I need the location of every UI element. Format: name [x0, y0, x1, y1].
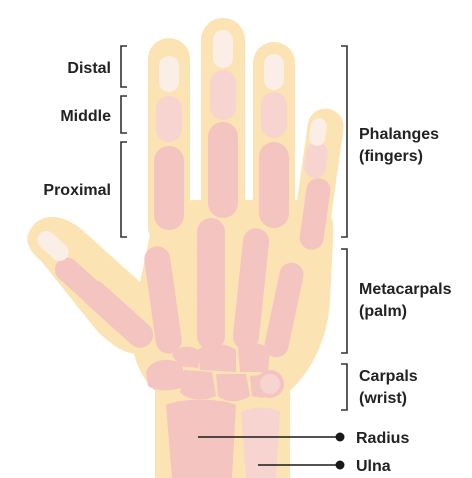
label-ulna: Ulna	[356, 458, 391, 475]
radius-bone	[166, 400, 236, 478]
label-phalanges: Phalanges	[359, 126, 439, 143]
label-palm: (palm)	[359, 303, 407, 320]
left-brackets	[121, 46, 127, 237]
ulna-bone	[241, 408, 280, 478]
label-carpals: Carpals	[359, 368, 418, 385]
pisiform-bone	[258, 372, 282, 396]
label-distal: Distal	[67, 60, 111, 77]
bracket-middle	[121, 96, 127, 133]
label-fingers: (fingers)	[359, 148, 423, 165]
bracket-metacarpals	[341, 249, 347, 353]
label-metacarpals: Metacarpals	[359, 281, 452, 298]
label-radius: Radius	[356, 430, 409, 447]
right-brackets	[341, 46, 347, 410]
label-proximal: Proximal	[43, 182, 111, 199]
label-middle: Middle	[60, 108, 111, 125]
bracket-proximal	[121, 142, 127, 237]
radius-pointer-dot	[336, 433, 345, 442]
ulna-pointer-dot	[336, 461, 345, 470]
bracket-phalanges	[341, 46, 347, 237]
label-wrist: (wrist)	[359, 390, 407, 407]
bracket-carpals	[341, 364, 347, 410]
bracket-distal	[121, 46, 127, 87]
